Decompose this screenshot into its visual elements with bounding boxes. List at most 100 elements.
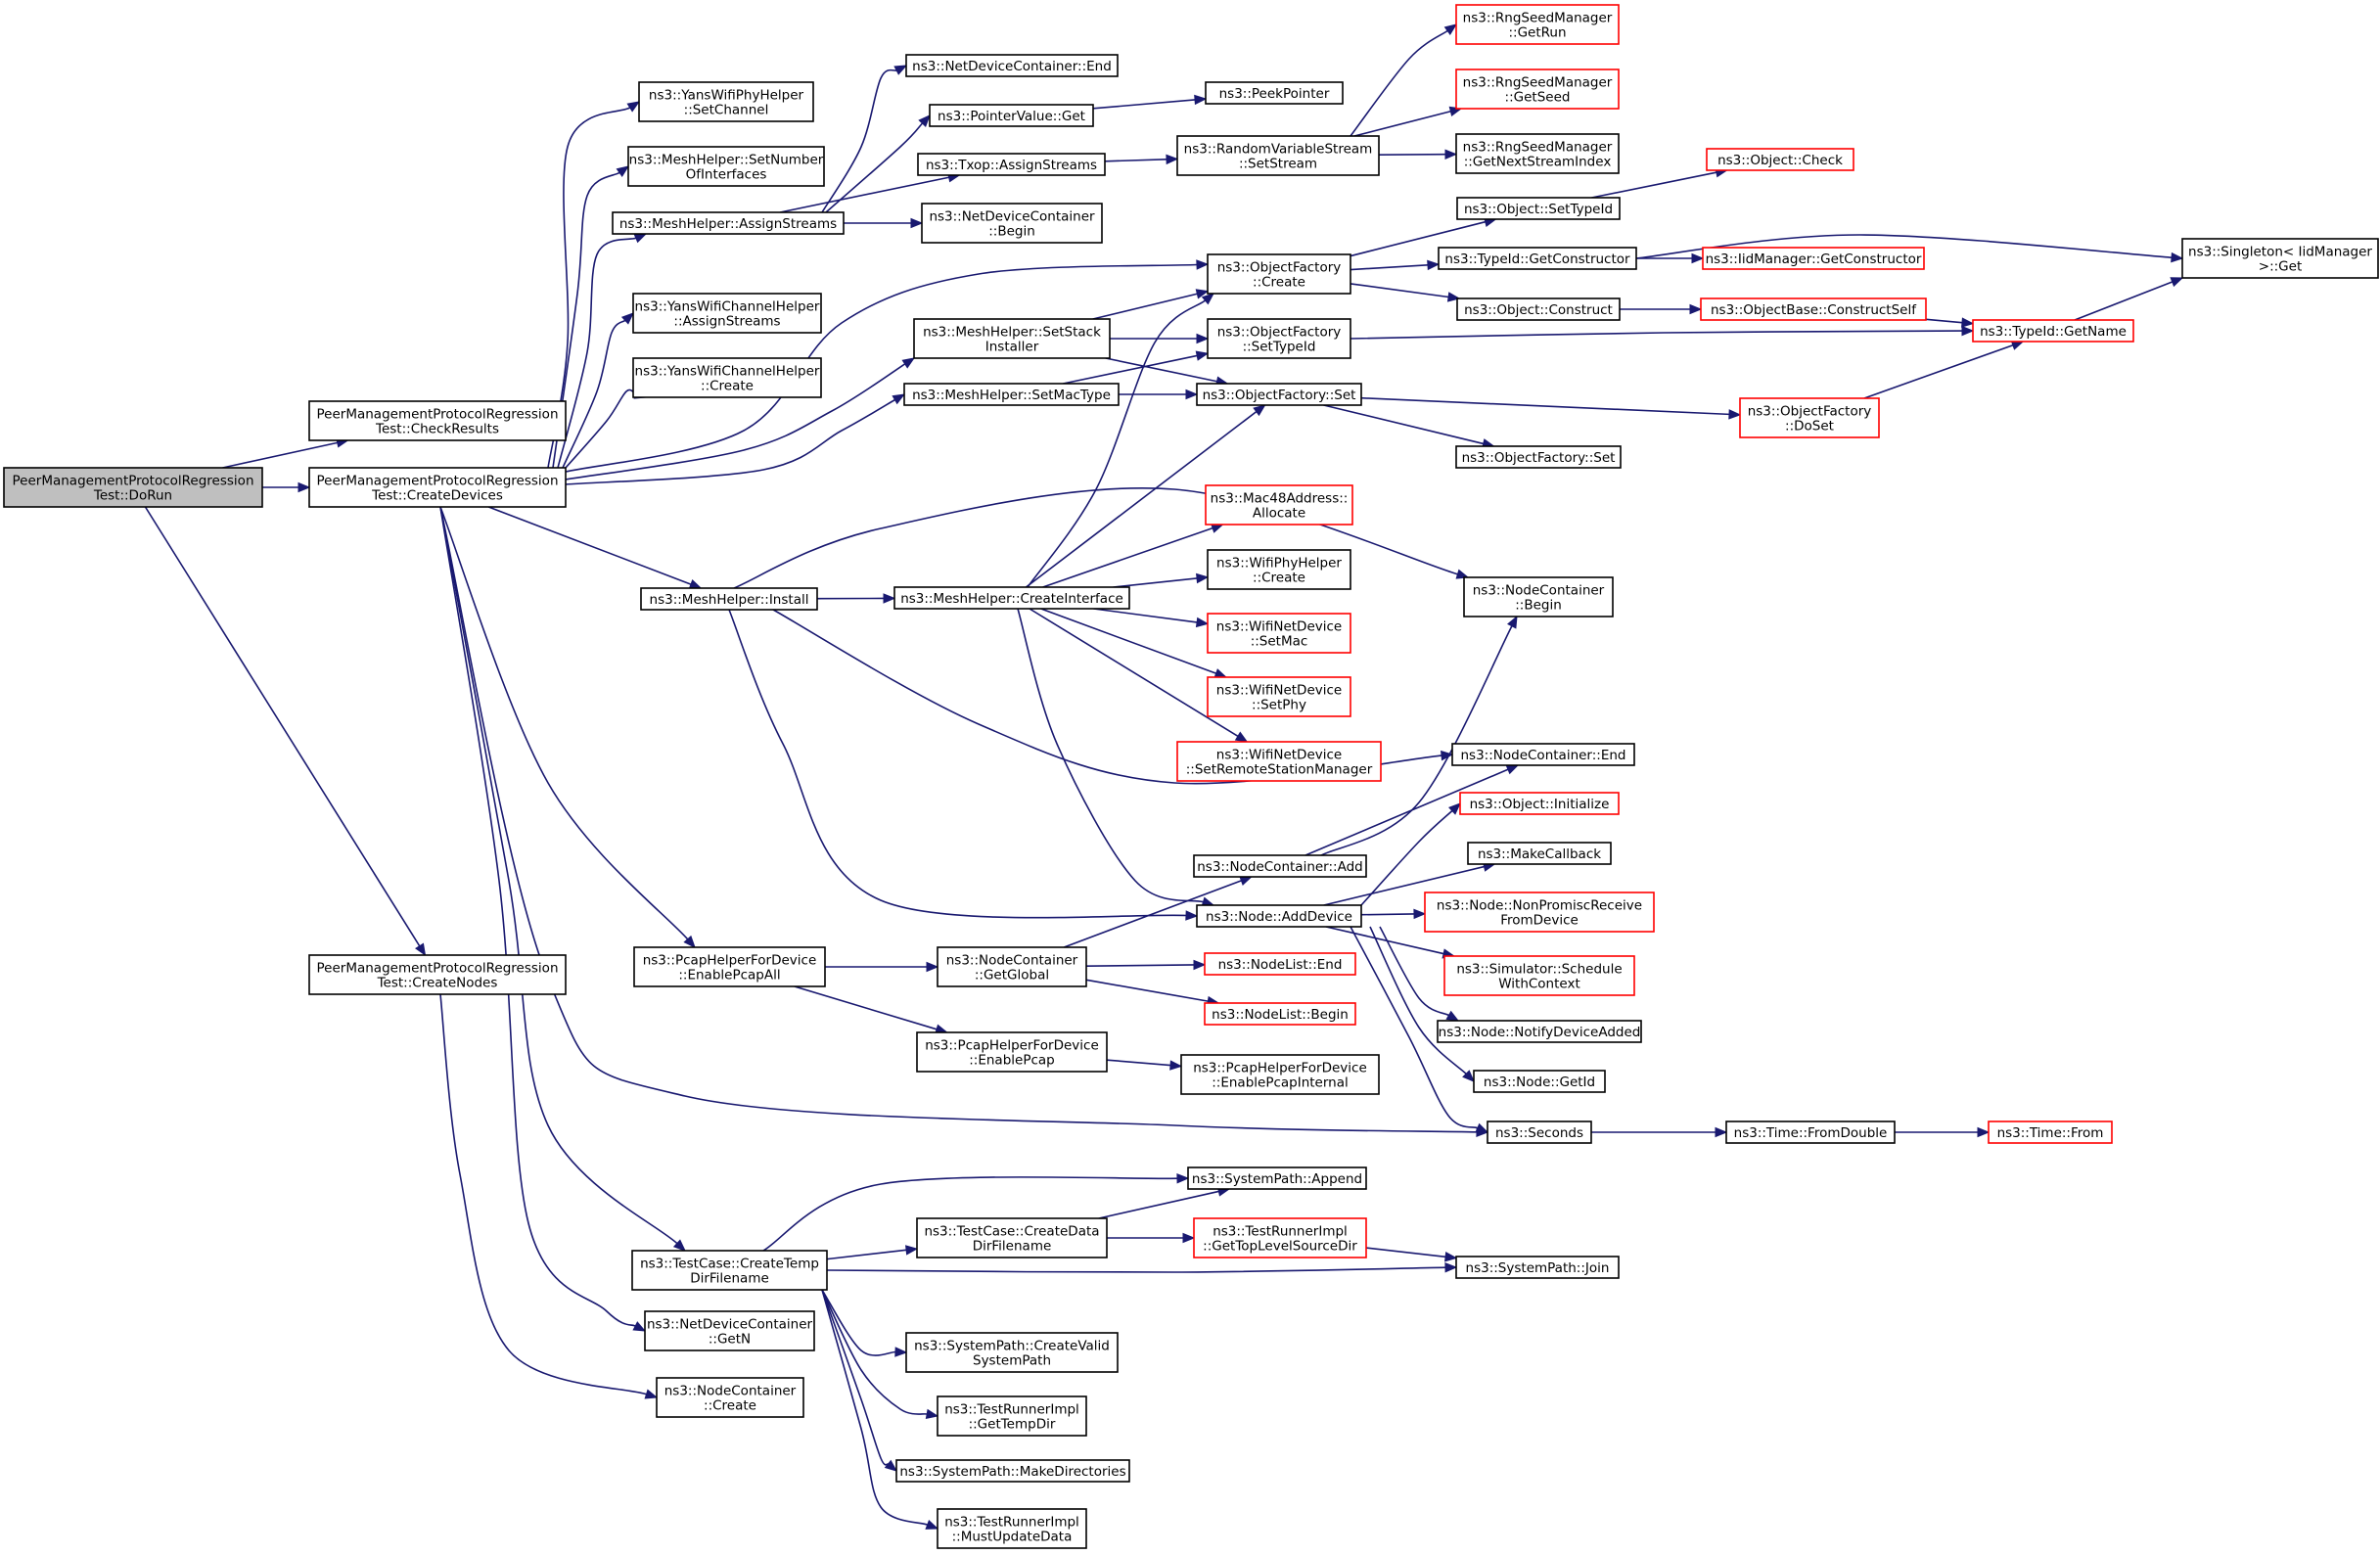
node-label-line: ns3::WifiNetDevice: [1216, 748, 1342, 763]
node-ns3-objectfactory-create[interactable]: ns3::ObjectFactory::Create: [1207, 253, 1351, 295]
node-ns3-mac48address-allocate[interactable]: ns3::Mac48Address::Allocate: [1205, 484, 1353, 526]
node-peermanagementprotocolregressiontest-createdevices[interactable]: PeerManagementProtocolRegressionTest::Cr…: [308, 467, 567, 508]
node-ns3-peekpointer[interactable]: ns3::PeekPointer: [1205, 81, 1344, 105]
node-ns3-txop-assignstreams[interactable]: ns3::Txop::AssignStreams: [917, 153, 1106, 176]
node-box: [1467, 842, 1612, 865]
edge-arrowhead: [1413, 908, 1427, 920]
node-ns3-nodecontainer-getglobal[interactable]: ns3::NodeContainer::GetGlobal: [937, 946, 1087, 987]
edge-n39-n61: [1350, 926, 1489, 1133]
edge-n6-n17: [844, 217, 924, 229]
edge-arrowhead: [1194, 94, 1208, 106]
node-box: [656, 1377, 804, 1418]
node-ns3-randomvariablestream-setstream[interactable]: ns3::RandomVariableStream::SetStream: [1176, 135, 1380, 176]
node-ns3-typeid-getconstructor[interactable]: ns3::TypeId::GetConstructor: [1438, 247, 1637, 270]
node-ns3-pcaphelperfordevice-enablepcapall[interactable]: ns3::PcapHelperForDevice::EnablePcapAll: [633, 946, 826, 987]
node-ns3-node-getid[interactable]: ns3::Node::GetId: [1473, 1070, 1606, 1093]
edge-arrowhead: [1475, 1122, 1489, 1133]
node-label-line: ns3::WifiNetDevice: [1216, 619, 1342, 635]
node-box: [1972, 319, 2134, 343]
node-ns3-meshhelper-createinterface[interactable]: ns3::MeshHelper::CreateInterface: [893, 586, 1130, 610]
node-ns3-rngseedmanager-getnextstreamindex[interactable]: ns3::RngSeedManager::GetNextStreamIndex: [1455, 133, 1620, 174]
node-box: [632, 357, 822, 398]
node-ns3-yanswifichannelhelper-create[interactable]: ns3::YansWifiChannelHelper::Create: [632, 357, 822, 398]
node-ns3-objectfactory-set[interactable]: ns3::ObjectFactory::Set: [1455, 445, 1622, 469]
node-ns3-nodelist-end[interactable]: ns3::NodeList::End: [1204, 952, 1356, 976]
edge-line: [794, 985, 938, 1030]
node-ns3-wifinetdevice-setremotestationmanager[interactable]: ns3::WifiNetDevice::SetRemoteStationMana…: [1176, 741, 1382, 782]
node-ns3-objectfactory-settypeid[interactable]: ns3::ObjectFactory::SetTypeId: [1207, 318, 1351, 359]
edge-line: [1369, 926, 1467, 1075]
edge-arrowhead: [925, 1408, 939, 1420]
edge-arrowhead: [1196, 333, 1210, 344]
node-ns3-objectfactory-set[interactable]: ns3::ObjectFactory::Set: [1196, 383, 1362, 406]
edge-n2-n7: [562, 312, 634, 469]
node-ns3-systempath-append[interactable]: ns3::SystemPath::Append: [1187, 1166, 1367, 1190]
node-ns3-meshhelper-assignstreams[interactable]: ns3::MeshHelper::AssignStreams: [612, 211, 845, 235]
node-ns3-nodecontainer-create[interactable]: ns3::NodeContainer::Create: [656, 1377, 804, 1418]
node-ns3-testrunnerimpl-gettoplevelsourcedir[interactable]: ns3::TestRunnerImpl::GetTopLevelSourceDi…: [1193, 1217, 1367, 1258]
node-ns3-wifinetdevice-setphy[interactable]: ns3::WifiNetDevice::SetPhy: [1207, 676, 1351, 717]
node-ns3-rngseedmanager-getrun[interactable]: ns3::RngSeedManager::GetRun: [1455, 4, 1620, 45]
node-ns3-singleton-iidmanager-get[interactable]: ns3::Singleton< IidManager >::Get: [2181, 238, 2379, 279]
node-ns3-seconds[interactable]: ns3::Seconds: [1487, 1121, 1592, 1144]
edge-arrowhead: [1445, 1010, 1460, 1022]
edge-line: [821, 1289, 896, 1356]
node-ns3-testrunnerimpl-mustupdatedata[interactable]: ns3::TestRunnerImpl::MustUpdateData: [937, 1508, 1087, 1549]
node-ns3-node-notifydeviceadded[interactable]: ns3::Node::NotifyDeviceAdded: [1437, 1020, 1642, 1043]
node-label-line: ::Create: [1253, 275, 1305, 291]
node-ns3-netdevicecontainer-getn[interactable]: ns3::NetDeviceContainer::GetN: [644, 1310, 815, 1351]
node-ns3-wifiphyhelper-create[interactable]: ns3::WifiPhyHelper::Create: [1207, 549, 1351, 590]
node-peermanagementprotocolregressiontest-createnodes[interactable]: PeerManagementProtocolRegressionTest::Cr…: [308, 954, 567, 995]
node-label-line: ns3::MeshHelper::SetStack: [923, 325, 1101, 341]
node-box: [1207, 676, 1351, 717]
node-ns3-typeid-getname[interactable]: ns3::TypeId::GetName: [1972, 319, 2134, 343]
node-ns3-pcaphelperfordevice-enablepcap[interactable]: ns3::PcapHelperForDevice::EnablePcap: [916, 1031, 1108, 1073]
node-ns3-time-fromdouble[interactable]: ns3::Time::FromDouble: [1725, 1121, 1896, 1144]
node-ns3-iidmanager-getconstructor[interactable]: ns3::IidManager::GetConstructor: [1702, 247, 1925, 270]
node-ns3-testrunnerimpl-gettempdir[interactable]: ns3::TestRunnerImpl::GetTempDir: [937, 1395, 1087, 1437]
node-label-line: ns3::Seconds: [1495, 1125, 1583, 1141]
node-box: [1451, 743, 1635, 766]
node-ns3-nodecontainer-add[interactable]: ns3::NodeContainer::Add: [1193, 854, 1367, 878]
node-ns3-nodecontainer-end[interactable]: ns3::NodeContainer::End: [1451, 743, 1635, 766]
node-ns3-wifinetdevice-setmac[interactable]: ns3::WifiNetDevice::SetMac: [1207, 613, 1351, 654]
node-ns3-pcaphelperfordevice-enablepcapinternal[interactable]: ns3::PcapHelperForDevice::EnablePcapInte…: [1180, 1054, 1380, 1095]
node-ns3-objectbase-constructself[interactable]: ns3::ObjectBase::ConstructSelf: [1700, 297, 1927, 321]
node-ns3-systempath-makedirectories[interactable]: ns3::SystemPath::MakeDirectories: [895, 1459, 1130, 1483]
node-ns3-makecallback[interactable]: ns3::MakeCallback: [1467, 842, 1612, 865]
node-ns3-systempath-join[interactable]: ns3::SystemPath::Join: [1455, 1256, 1620, 1279]
node-ns3-node-adddevice[interactable]: ns3::Node::AddDevice: [1196, 904, 1362, 928]
node-label-line: ns3::SystemPath::MakeDirectories: [899, 1464, 1125, 1480]
node-ns3-netdevicecontainer-end[interactable]: ns3::NetDeviceContainer::End: [905, 54, 1119, 77]
node-ns3-pointervalue-get[interactable]: ns3::PointerValue::Get: [929, 104, 1094, 127]
node-ns3-nodecontainer-begin[interactable]: ns3::NodeContainer::Begin: [1463, 576, 1614, 617]
node-box: [916, 1217, 1108, 1258]
node-ns3-time-from[interactable]: ns3::Time::From: [1988, 1121, 2113, 1144]
node-peermanagementprotocolregressiontest-checkresults[interactable]: PeerManagementProtocolRegressionTest::Ch…: [308, 400, 567, 441]
node-ns3-meshhelper-setmactype[interactable]: ns3::MeshHelper::SetMacType: [903, 383, 1120, 406]
edge-n30-n49: [1350, 259, 1441, 271]
node-ns3-yanswifiphyhelper-setchannel[interactable]: ns3::YansWifiPhyHelper::SetChannel: [638, 81, 814, 122]
node-ns3-objectfactory-doset[interactable]: ns3::ObjectFactory::DoSet: [1739, 397, 1880, 438]
node-ns3-meshhelper-install[interactable]: ns3::MeshHelper::Install: [640, 587, 818, 611]
node-ns3-yanswifichannelhelper-assignstreams[interactable]: ns3::YansWifiChannelHelper::AssignStream…: [632, 293, 822, 334]
node-box: [1196, 383, 1362, 406]
node-box: [633, 946, 826, 987]
node-ns3-netdevicecontainer-begin[interactable]: ns3::NetDeviceContainer::Begin: [921, 203, 1103, 244]
node-ns3-object-check[interactable]: ns3::Object::Check: [1706, 148, 1854, 171]
node-label-line: ::MustUpdateData: [952, 1530, 1073, 1545]
node-ns3-object-settypeid[interactable]: ns3::Object::SetTypeId: [1456, 197, 1621, 220]
node-ns3-object-construct[interactable]: ns3::Object::Construct: [1456, 297, 1621, 321]
node-ns3-nodelist-begin[interactable]: ns3::NodeList::Begin: [1204, 1002, 1356, 1026]
node-ns3-object-initialize[interactable]: ns3::Object::Initialize: [1459, 792, 1620, 815]
edge-n67-n66: [2074, 277, 2184, 321]
node-ns3-rngseedmanager-getseed[interactable]: ns3::RngSeedManager::GetSeed: [1455, 69, 1620, 110]
node-label-line: ns3::Node::GetId: [1484, 1075, 1595, 1090]
